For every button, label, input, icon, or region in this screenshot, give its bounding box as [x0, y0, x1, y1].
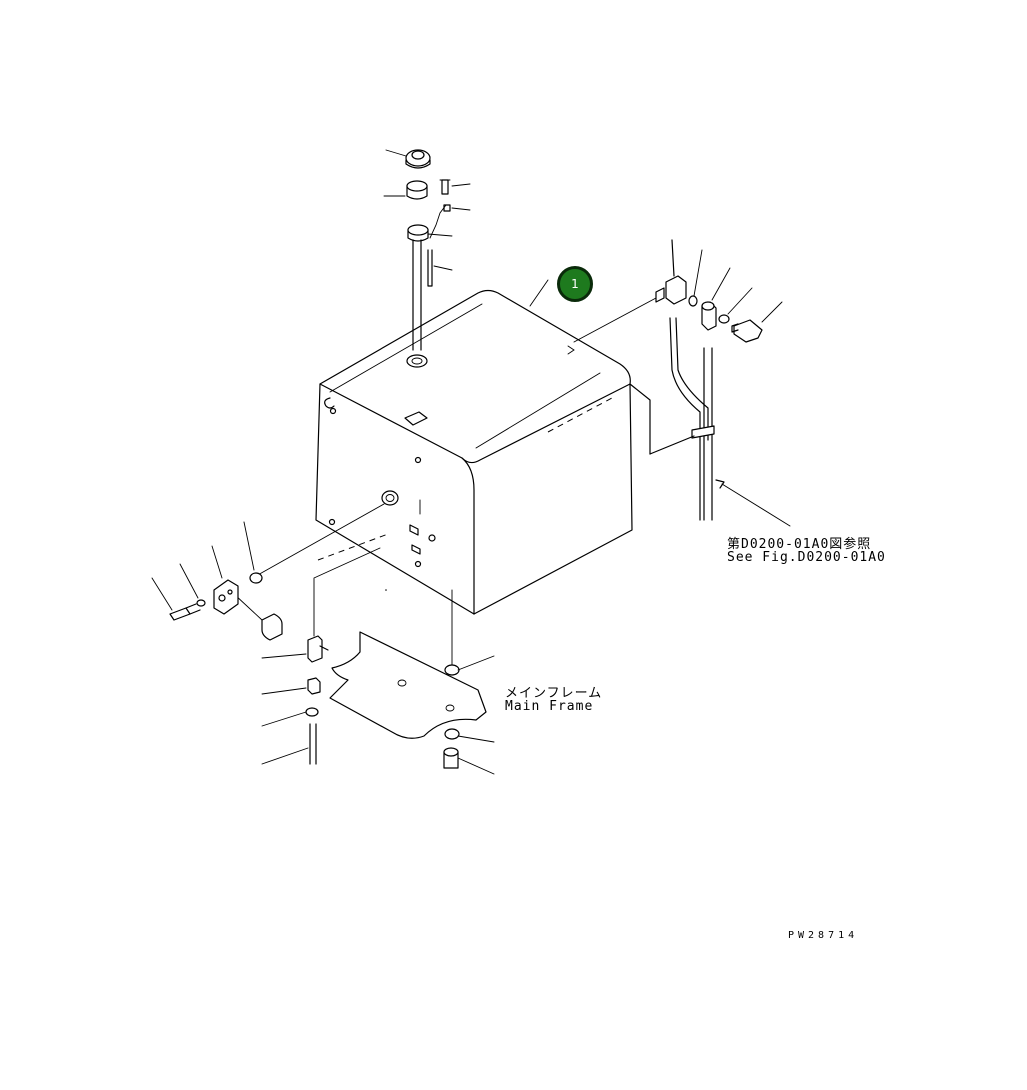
- return-pipe-assembly: [573, 239, 791, 527]
- reference-label-en: See Fig.D0200-01A0: [727, 550, 886, 565]
- drain-valve-assembly: [151, 503, 385, 641]
- reference-label-jp: 第D0200-01A0図参照: [727, 537, 872, 552]
- main-frame-label-en: Main Frame: [505, 699, 594, 714]
- callout-number: 1: [571, 277, 579, 291]
- callout-1[interactable]: 1: [557, 266, 593, 302]
- main-frame-label-jp: メインフレーム: [505, 686, 603, 701]
- drawing-code: PW28714: [788, 930, 859, 941]
- filler-cap-assembly: [383, 149, 471, 351]
- bracket-parts-column: [261, 547, 381, 765]
- main-frame-plate: [329, 589, 495, 775]
- fuel-tank: [315, 289, 633, 615]
